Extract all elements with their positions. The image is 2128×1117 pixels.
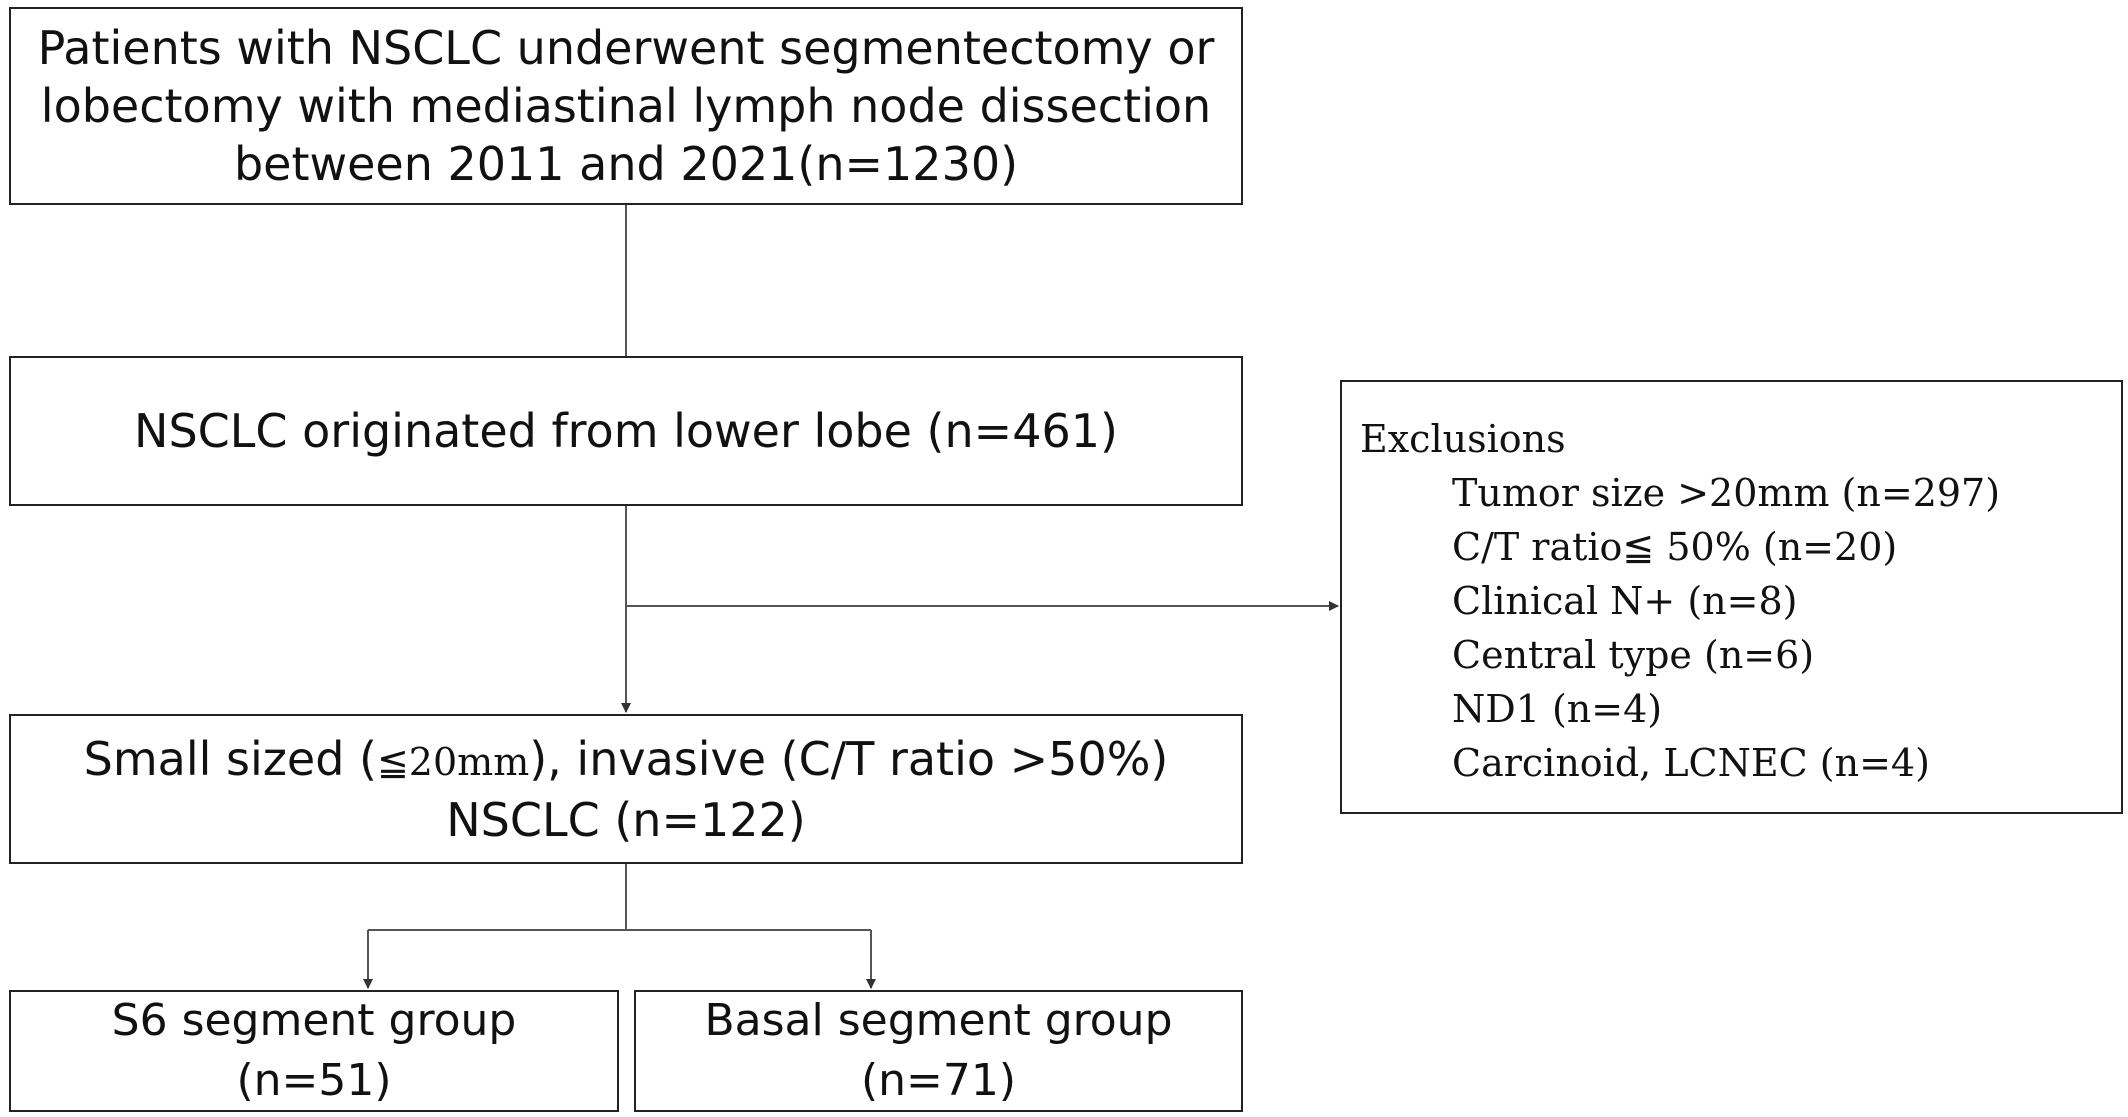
s6-group-label: S6 segment group — [111, 995, 517, 1046]
initial-cohort-line-1: Patients with NSCLC underwent segmentect… — [37, 21, 1215, 75]
exclusion-item-tumor-size: Tumor size >20mm (n=297) — [1452, 471, 2001, 515]
exclusion-item-central-type: Central type (n=6) — [1452, 633, 1815, 677]
box-exclusions: Exclusions Tumor size >20mm (n=297) C/T … — [1340, 380, 2123, 814]
exclusion-item-nd1: ND1 (n=4) — [1452, 687, 1663, 731]
small-sized-line-1-part-b: ), invasive (C/T ratio >50%) — [529, 731, 1169, 786]
lower-lobe-text: NSCLC originated from lower lobe (n=461) — [134, 404, 1118, 458]
basal-group-label: Basal segment group — [704, 995, 1173, 1046]
small-sized-line-1-size: ≦20mm — [376, 739, 530, 784]
box-small-sized-invasive: Small sized (≦20mm), invasive (C/T ratio… — [9, 714, 1243, 864]
box-s6-segment-group: S6 segment group (n=51) — [9, 990, 619, 1112]
exclusions-title: Exclusions — [1360, 417, 1566, 461]
basal-group-count: (n=71) — [860, 1055, 1017, 1106]
box-lower-lobe: NSCLC originated from lower lobe (n=461) — [9, 356, 1243, 506]
initial-cohort-line-2: lobectomy with mediastinal lymph node di… — [40, 79, 1212, 133]
box-basal-segment-group: Basal segment group (n=71) — [634, 990, 1243, 1112]
exclusion-item-clinical-n: Clinical N+ (n=8) — [1452, 579, 1798, 623]
exclusion-item-ct-ratio: C/T ratio≦ 50% (n=20) — [1452, 525, 1898, 569]
s6-group-count: (n=51) — [236, 1055, 392, 1106]
small-sized-line-1: Small sized (≦20mm), invasive (C/T ratio… — [84, 730, 1169, 791]
small-sized-line-1-part-a: Small sized ( — [83, 731, 377, 786]
small-sized-line-2: NSCLC (n=122) — [446, 792, 806, 847]
initial-cohort-line-3: between 2011 and 2021(n=1230) — [233, 137, 1019, 191]
box-initial-cohort: Patients with NSCLC underwent segmentect… — [9, 7, 1243, 205]
exclusion-item-carcinoid: Carcinoid, LCNEC (n=4) — [1452, 741, 1930, 785]
